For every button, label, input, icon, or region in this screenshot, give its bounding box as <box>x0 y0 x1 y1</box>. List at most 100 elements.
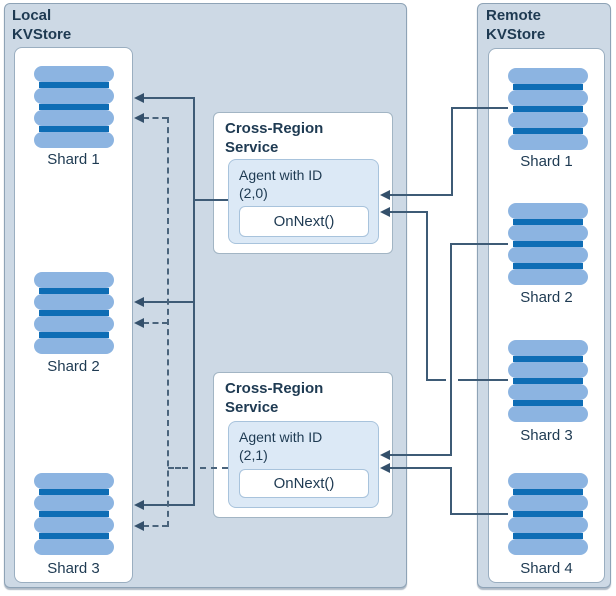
arrowhead-agent2-lower <box>380 463 390 473</box>
disk-gap <box>39 104 109 110</box>
agent1-to-local-shard1-line <box>143 97 194 99</box>
remote-shard-2-disks <box>508 203 588 285</box>
disk-gap <box>39 332 109 338</box>
disk-gap <box>513 241 583 247</box>
disk-gap <box>39 126 109 132</box>
disk-gap <box>513 263 583 269</box>
disk-gap <box>513 533 583 539</box>
disk-icon <box>508 406 588 422</box>
disk-icon <box>34 88 114 104</box>
remote-shard4-to-agent2-line <box>390 467 451 469</box>
remote-shard-3-disks <box>508 340 588 422</box>
arrowhead-local-shard3-solid <box>134 500 144 510</box>
remote-shard2-to-agent2-line <box>390 454 451 456</box>
arrowhead-agent2-upper <box>380 450 390 460</box>
disk-icon <box>508 90 588 106</box>
agent2-to-local-shard2-line <box>143 322 168 324</box>
disk-icon <box>34 495 114 511</box>
disk-gap <box>39 288 109 294</box>
remote-shard3-to-agent1-line <box>390 211 427 213</box>
arrowhead-local-shard2-dashed <box>134 318 144 328</box>
arrowhead-agent1-lower <box>380 207 390 217</box>
disk-gap <box>39 489 109 495</box>
disk-gap <box>513 356 583 362</box>
agent2-output-line-seg2 <box>200 467 228 469</box>
disk-gap <box>39 511 109 517</box>
disk-icon <box>508 384 588 400</box>
disk-gap <box>513 511 583 517</box>
disk-icon <box>508 203 588 219</box>
agent1-output-line <box>194 199 228 201</box>
agent-2-1-label: Agent with ID (2,1) <box>239 429 323 463</box>
remote-shard4-up-line <box>450 467 452 515</box>
remote-shard-2-label: Shard 2 <box>520 289 573 306</box>
remote-shard-1-label: Shard 1 <box>520 153 573 170</box>
disk-icon <box>34 517 114 533</box>
disk-gap <box>513 489 583 495</box>
local-shard-1-disks <box>34 66 114 148</box>
local-shard-2-disks <box>34 272 114 354</box>
disk-gap <box>39 82 109 88</box>
arrowhead-agent1-upper <box>380 190 390 200</box>
disk-icon <box>508 134 588 150</box>
local-shard-3-label: Shard 3 <box>47 560 100 577</box>
remote-shard1-to-agent1-line <box>390 194 452 196</box>
arrowhead-local-shard3-dashed <box>134 521 144 531</box>
disk-gap <box>39 310 109 316</box>
disk-gap <box>513 106 583 112</box>
arrowhead-local-shard2-solid <box>134 297 144 307</box>
arrowhead-local-shard1-solid <box>134 93 144 103</box>
disk-icon <box>34 110 114 126</box>
disk-icon <box>508 225 588 241</box>
disk-gap <box>39 533 109 539</box>
remote-shard-3-label: Shard 3 <box>520 427 573 444</box>
onnext-button-2: OnNext() <box>239 469 369 498</box>
agent2-to-local-shard3-line <box>143 525 168 527</box>
disk-icon <box>34 316 114 332</box>
disk-icon <box>508 269 588 285</box>
disk-gap <box>513 128 583 134</box>
remote-shard2-outgoing-line <box>451 243 508 245</box>
remote-kvstore-title: Remote KVStore <box>486 7 546 43</box>
disk-icon <box>34 338 114 354</box>
remote-shard-4-disks <box>508 473 588 555</box>
remote-shard3-jog-line <box>427 379 446 381</box>
disk-icon <box>508 495 588 511</box>
local-shard-3-disks <box>34 473 114 555</box>
remote-shard4-outgoing-line <box>451 513 508 515</box>
disk-icon <box>34 473 114 489</box>
disk-icon <box>508 247 588 263</box>
agent2-to-local-shard1-line <box>143 117 168 119</box>
disk-icon <box>508 517 588 533</box>
cross-region-service-2-title: Cross-Region Service <box>225 380 324 416</box>
disk-gap <box>513 378 583 384</box>
disk-gap <box>513 400 583 406</box>
disk-icon <box>34 66 114 82</box>
local-shard-2-label: Shard 2 <box>47 358 100 375</box>
cross-region-service-1-title: Cross-Region Service <box>225 120 324 156</box>
remote-shard2-down-line <box>450 243 452 456</box>
disk-icon <box>508 473 588 489</box>
disk-icon <box>34 272 114 288</box>
disk-icon <box>508 68 588 84</box>
agent2-output-line-seg1 <box>168 467 188 469</box>
remote-shard-4-label: Shard 4 <box>520 560 573 577</box>
arrowhead-local-shard1-dashed <box>134 113 144 123</box>
disk-icon <box>508 112 588 128</box>
remote-shard1-outgoing-line <box>452 107 508 109</box>
remote-shard3-outgoing-line <box>458 379 508 381</box>
local-kvstore-title: Local KVStore <box>12 7 72 43</box>
disk-gap <box>513 84 583 90</box>
onnext-button-1: OnNext() <box>239 206 369 237</box>
disk-icon <box>34 539 114 555</box>
disk-gap <box>513 219 583 225</box>
disk-icon <box>508 340 588 356</box>
agent1-distribution-trunk <box>193 97 195 506</box>
disk-icon <box>34 294 114 310</box>
agent-2-0-label: Agent with ID (2,0) <box>239 167 323 201</box>
remote-shard-1-disks <box>508 68 588 150</box>
agent2-distribution-trunk <box>167 117 169 527</box>
disk-icon <box>34 132 114 148</box>
disk-icon <box>508 539 588 555</box>
